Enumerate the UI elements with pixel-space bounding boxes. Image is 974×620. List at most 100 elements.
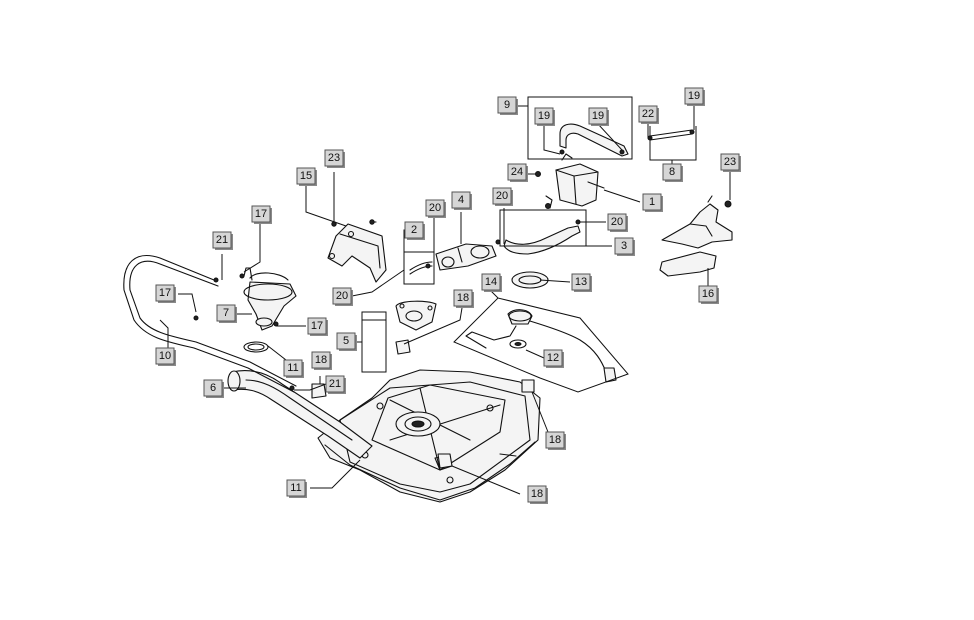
callout-label: 4 <box>458 194 464 206</box>
callout-24[interactable]: 24 <box>507 163 528 182</box>
callout-18-bottom[interactable]: 18 <box>527 485 548 504</box>
callout-labels: 1 2 3 4 5 6 7 8 9 10 11 11 12 13 14 15 1… <box>155 87 741 504</box>
rubber-mount-18d <box>437 453 453 469</box>
callout-label: 19 <box>592 110 604 122</box>
vapor-separator <box>545 153 605 209</box>
frame-9 <box>527 96 633 160</box>
callout-label: 18 <box>531 488 543 500</box>
callout-label: 10 <box>159 350 171 362</box>
callout-20-right[interactable]: 20 <box>607 213 628 232</box>
callout-7[interactable]: 7 <box>216 304 237 323</box>
callout-label: 18 <box>549 434 561 446</box>
frame-8 <box>649 126 697 161</box>
callout-21-top[interactable]: 21 <box>212 231 233 250</box>
hose-3 <box>503 225 581 255</box>
callout-4[interactable]: 4 <box>451 191 472 210</box>
callout-label: 13 <box>575 276 587 288</box>
hose-9 <box>559 123 629 157</box>
breather-hose <box>123 255 297 393</box>
callout-label: 2 <box>411 224 417 236</box>
callout-label: 5 <box>343 335 349 347</box>
callout-label: 23 <box>724 156 736 168</box>
callout-label: 3 <box>621 240 627 252</box>
callout-15[interactable]: 15 <box>296 167 317 186</box>
frame-5 <box>361 311 387 373</box>
frame-2 <box>403 251 435 285</box>
callout-23-right[interactable]: 23 <box>720 153 741 172</box>
callout-label: 7 <box>223 307 229 319</box>
callout-13[interactable]: 13 <box>571 273 592 292</box>
callout-label: 17 <box>159 287 171 299</box>
callout-17-left[interactable]: 17 <box>155 284 176 303</box>
fuel-level-sender <box>465 309 617 383</box>
callout-12[interactable]: 12 <box>543 349 564 368</box>
callout-label: 20 <box>496 190 508 202</box>
callout-11-upper[interactable]: 11 <box>283 359 304 378</box>
heat-shield-bracket <box>659 195 733 277</box>
callout-label: 19 <box>538 110 550 122</box>
callout-11-lower[interactable]: 11 <box>286 479 307 498</box>
callout-20-bottom[interactable]: 20 <box>332 287 353 306</box>
callout-18-right[interactable]: 18 <box>545 431 566 450</box>
callout-22[interactable]: 22 <box>638 105 659 124</box>
callout-23-left[interactable]: 23 <box>324 149 345 168</box>
callout-label: 21 <box>329 378 341 390</box>
callout-label: 20 <box>336 290 348 302</box>
callout-label: 16 <box>702 288 714 300</box>
callout-19-right[interactable]: 19 <box>588 107 609 126</box>
callout-label: 15 <box>300 170 312 182</box>
gasket <box>509 339 527 349</box>
callout-2[interactable]: 2 <box>404 221 425 240</box>
fasteners <box>193 149 732 391</box>
callout-label: 22 <box>642 108 654 120</box>
filler-neck-pipe <box>227 369 373 459</box>
callout-17-top[interactable]: 17 <box>251 205 272 224</box>
callout-8[interactable]: 8 <box>662 163 683 182</box>
callout-20-hose[interactable]: 20 <box>492 187 513 206</box>
callout-16[interactable]: 16 <box>698 285 719 304</box>
callout-label: 19 <box>688 90 700 102</box>
callout-17-right[interactable]: 17 <box>307 317 328 336</box>
callout-label: 11 <box>287 362 298 374</box>
fuel-tank <box>317 369 541 503</box>
callout-1[interactable]: 1 <box>642 193 663 212</box>
callout-label: 20 <box>611 216 623 228</box>
callout-19-far-right[interactable]: 19 <box>684 87 705 106</box>
callout-label: 6 <box>210 382 216 394</box>
callout-label: 18 <box>457 292 469 304</box>
callout-14[interactable]: 14 <box>481 273 502 292</box>
callout-3[interactable]: 3 <box>614 237 635 256</box>
callout-6[interactable]: 6 <box>203 379 224 398</box>
callout-label: 17 <box>255 208 267 220</box>
callout-18-plate[interactable]: 18 <box>453 289 474 308</box>
callout-label: 1 <box>649 196 655 208</box>
callout-label: 9 <box>504 99 510 111</box>
callout-label: 14 <box>485 276 497 288</box>
callout-label: 12 <box>547 352 559 364</box>
callout-label: 21 <box>216 234 228 246</box>
hose-8 <box>647 129 695 141</box>
callout-label: 11 <box>290 482 301 494</box>
callout-label: 23 <box>328 152 340 164</box>
filler-cap-body <box>243 267 297 331</box>
mounting-plate <box>395 300 437 331</box>
callout-5[interactable]: 5 <box>336 332 357 351</box>
callout-19-left[interactable]: 19 <box>534 107 555 126</box>
callout-10[interactable]: 10 <box>155 347 176 366</box>
callout-9[interactable]: 9 <box>497 96 518 115</box>
callout-label: 20 <box>429 202 441 214</box>
rubber-mount-18a <box>395 339 411 355</box>
callout-20-top[interactable]: 20 <box>425 199 446 218</box>
bracket <box>327 221 387 283</box>
callout-18-left[interactable]: 18 <box>311 351 332 370</box>
callout-label: 18 <box>315 354 327 366</box>
fuel-valve <box>435 243 497 271</box>
callout-label: 8 <box>669 166 675 178</box>
rubber-mount-18c <box>521 379 535 393</box>
callout-label: 24 <box>511 166 523 178</box>
callout-label: 17 <box>311 320 323 332</box>
leader-lines <box>159 104 731 495</box>
o-ring <box>243 341 269 353</box>
callout-21-bottom[interactable]: 21 <box>325 375 346 394</box>
